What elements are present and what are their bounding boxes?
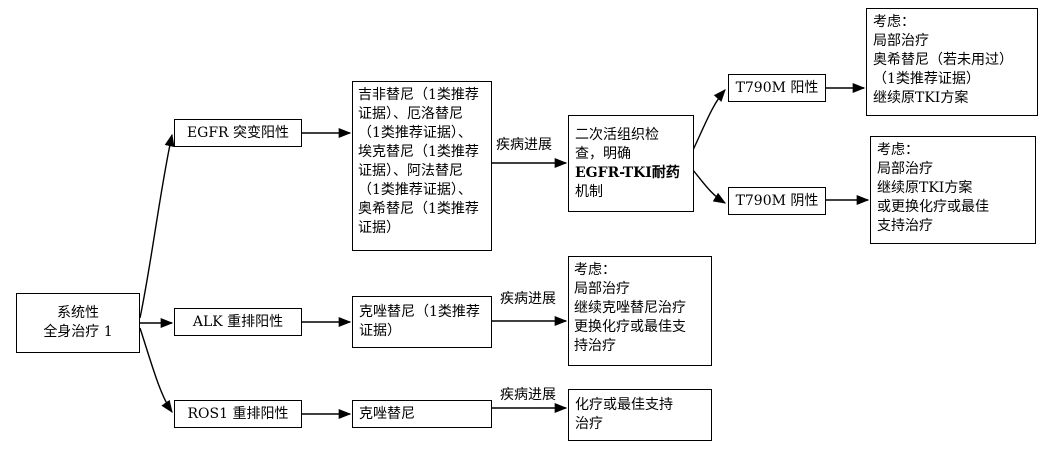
node-biopsy-line-4: 机制 [575,183,603,200]
node-ros1-label: ROS1 重排阳性 [187,405,289,422]
node-root-line-2: 全身治疗 1 [43,324,113,340]
node-egfr-treatment-line-3: （1类推荐证据）、 [358,125,472,141]
node-alk-treatment-line-2: 证据） [359,323,401,339]
node-alk-label: ALK 重排阳性 [192,313,284,330]
edge-label-ros1-progression: 疾病进展 [500,387,556,403]
node-egfr-treatment-line-2: 证据）、厄洛替尼 [358,106,463,122]
node-positive-considerations-line-4: （1类推荐证据） [873,71,980,87]
node-ros1-considerations-line-1: 化疗或最佳支持 [575,397,673,413]
node-egfr: EGFR 突变阳性 [174,119,302,147]
node-alk-considerations-line-4: 更换化疗或最佳支 [574,319,686,335]
node-egfr-treatment-line-7: 奥希替尼（1类推荐 [358,201,479,217]
node-positive-considerations-line-5: 继续原TKI方案 [873,90,969,106]
node-biopsy-line-2: 查，明确 [575,145,631,162]
node-ros1: ROS1 重排阳性 [174,400,302,428]
node-alk-considerations-line-1: 考虑： [574,262,616,278]
node-negative-considerations-line-4: 或更换化疗或最佳 [877,199,989,215]
node-ros1-treatment-label: 克唑替尼 [359,405,415,422]
node-alk-considerations-line-2: 局部治疗 [574,281,630,297]
node-egfr-treatment-line-4: 埃克替尼（1类推荐 [358,144,479,160]
node-t790m-negative-label: T790M 阴性 [735,192,819,209]
node-t790m-negative: T790M 阴性 [728,187,826,215]
node-positive-considerations: 考虑： 局部治疗 奥希替尼（若未用过） （1类推荐证据） 继续原TKI方案 [866,8,1038,116]
node-positive-considerations-line-2: 局部治疗 [873,33,929,49]
node-negative-considerations-line-1: 考虑： [877,142,919,158]
node-egfr-treatment: 吉非替尼（1类推荐 证据）、厄洛替尼 （1类推荐证据）、 埃克替尼（1类推荐 证… [352,81,492,251]
node-egfr-treatment-line-6: （1类推荐证据）、 [358,182,472,198]
node-alk-treatment-line-1: 克唑替尼（1类推荐 [359,304,480,320]
node-ros1-considerations: 化疗或最佳支持 治疗 [568,389,712,441]
node-negative-considerations: 考虑： 局部治疗 继续原TKI方案 或更换化疗或最佳 支持治疗 [870,136,1036,244]
node-alk-considerations-line-3: 继续克唑替尼治疗 [574,300,686,316]
node-negative-considerations-line-3: 继续原TKI方案 [877,180,973,196]
node-negative-considerations-line-2: 局部治疗 [877,161,933,177]
node-root: 系统性 全身治疗 1 [16,293,140,353]
node-negative-considerations-line-5: 支持治疗 [877,218,933,234]
node-egfr-treatment-line-8: 证据） [358,220,400,236]
node-root-line-1: 系统性 [57,305,99,321]
node-biopsy: 二次活组织检 查，明确 EGFR-TKI耐药 机制 [568,115,694,212]
edge-root-egfr [139,133,175,319]
node-alk-treatment: 克唑替尼（1类推荐 证据） [352,296,492,348]
node-egfr-label: EGFR 突变阳性 [186,124,290,141]
node-positive-considerations-line-3: 奥希替尼（若未用过） [873,52,1013,68]
node-ros1-treatment: 克唑替尼 [352,400,492,428]
node-egfr-treatment-line-1: 吉非替尼（1类推荐 [358,87,479,103]
node-biopsy-line-3: EGFR-TKI耐药 [575,164,680,181]
node-t790m-positive-label: T790M 阳性 [735,79,819,96]
node-alk-considerations-line-5: 持治疗 [574,338,616,354]
edge-label-egfr-progression: 疾病进展 [496,137,552,153]
edge-label-alk-progression: 疾病进展 [500,291,556,307]
edge-biopsy-pos [692,89,726,151]
edge-root-ros1 [139,327,173,414]
node-alk: ALK 重排阳性 [174,308,302,336]
node-positive-considerations-line-1: 考虑： [873,14,915,30]
node-t790m-positive: T790M 阳性 [728,74,826,102]
node-biopsy-line-1: 二次活组织检 [575,126,659,143]
node-egfr-treatment-line-5: 证据）、阿法替尼 [358,163,463,179]
edge-biopsy-neg [692,169,727,204]
node-ros1-considerations-line-2: 治疗 [575,416,603,432]
node-alk-considerations: 考虑： 局部治疗 继续克唑替尼治疗 更换化疗或最佳支 持治疗 [568,256,712,366]
